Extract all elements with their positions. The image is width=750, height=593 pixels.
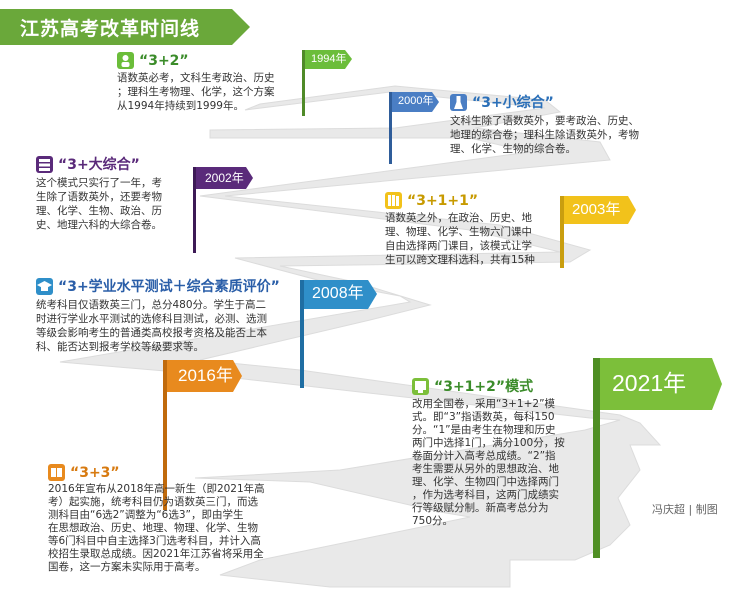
flag-2016: [163, 360, 242, 510]
entry-3-2: “3+2” 语数英必考，文科生考政治、历史 ；理科生考物理、化学，这个方案 从1…: [117, 52, 307, 113]
entry-line: 测科目由“6选2”调整为“6选3”，即由学生: [48, 509, 244, 521]
entry-line: 生除了语数英外，还要考物: [36, 191, 162, 203]
flag-label-2021: 2021年: [612, 370, 687, 396]
entry-line: 时进行学业水平测试的选修科目测试，必测、选测: [36, 313, 267, 325]
flag-label-1994: 1994年: [311, 53, 347, 65]
flag-label-2000: 2000年: [398, 95, 434, 107]
entry-line: 理、化学、生物四门中选择两门: [412, 476, 559, 488]
entry-line: 从1994年持续到1999年。: [117, 100, 244, 112]
book-icon: [48, 464, 65, 481]
entry-line: 卷面分计入高考总成绩。“2”指: [412, 450, 556, 462]
entry-line: 史、地理六科的大综合卷。: [36, 219, 162, 231]
person-icon: [117, 52, 134, 69]
entry-line: 两门中选择1门，满分100分，按: [412, 437, 565, 449]
entry-title: “3+1+2”模式: [434, 379, 534, 395]
entry-line: 在思想政治、历史、地理、物理、化学、生物: [48, 522, 258, 534]
entry-3-1-2: “3+1+2”模式 改用全国卷，采用“3+1+2”模 式。即“3”指语数英，每科…: [412, 376, 597, 528]
entry-line: ，作为选考科目，这两门成绩实: [412, 489, 559, 501]
title-banner: [0, 9, 250, 45]
entry-line: 地理的综合卷；理科生除语数英外，考物: [450, 129, 639, 141]
flask-icon: [450, 93, 467, 111]
graduation-cap-icon: [36, 277, 53, 295]
entry-line: 式。即“3”指语数英，每科150: [412, 411, 555, 423]
flag-2003: [560, 196, 636, 268]
entry-title: “3+2”: [139, 52, 189, 69]
entry-line: 等级会影响考生的普通类高校报考资格及能否上本: [36, 327, 267, 339]
entry-title: “3+3”: [70, 464, 120, 481]
entry-line: 科、能否达到报考学校等级要求等。: [36, 341, 204, 353]
entry-line: 理、化学、生物、政治、历: [36, 205, 162, 217]
flag-label-2002: 2002年: [205, 171, 244, 185]
entry-title: “3+大综合”: [58, 157, 140, 173]
entry-line: 语数英必考，文科生考政治、历史: [117, 72, 275, 84]
entry-title: “3+1+1”: [407, 192, 479, 209]
entry-line: 这个模式只实行了一年，考: [36, 177, 162, 189]
entry-line: 考）起实施，统考科目仍为语数英三门，而选: [48, 496, 258, 508]
flag-label-2008: 2008年: [312, 285, 364, 302]
entry-3-proficiency-test: “3+学业水平测试＋综合素质评价” 统考科目仅语数英三门，总分480分。学生于高…: [36, 276, 306, 354]
entry-line: 国卷，这一方案未实际用于高考。: [48, 561, 206, 573]
entry-line: 自由选择两门课目，该模式让学: [385, 240, 532, 252]
entry-line: 统考科目仅语数英三门，总分480分。学生于高二: [36, 299, 267, 311]
entry-line: 考生需要从另外的思想政治、地: [412, 463, 559, 475]
credit-text: 冯庆超 | 制图: [652, 503, 718, 516]
entry-line: 语数英之外，在政治、历史、地: [385, 212, 532, 224]
flag-label-2016: 2016年: [178, 366, 233, 385]
certificate-icon: [412, 377, 429, 395]
entry-line: 文科生除了语数英外，要考政治、历史、: [450, 115, 639, 127]
entry-line: 生可以跨文理科选科，共有15种: [385, 254, 535, 266]
entry-line: 分。“1”是由考生在物理和历史: [412, 424, 556, 436]
flag-label-2003: 2003年: [572, 201, 621, 218]
entry-title: “3+学业水平测试＋综合素质评价”: [58, 279, 280, 295]
entry-3-small-comprehensive: “3+小综合” 文科生除了语数英外，要考政治、历史、 地理的综合卷；理科生除语数…: [450, 92, 700, 156]
stack-icon: [36, 155, 53, 173]
entry-line: 校招生录取总成绩。因2021年江苏省将采用全: [48, 548, 264, 560]
flag-1994: [302, 50, 352, 116]
entry-line: 等6门科目中自主选择3门选考科目，并计入高: [48, 535, 261, 547]
flag-2000: [389, 92, 439, 164]
flag-2008: [300, 280, 377, 388]
entry-line: 改用全国卷，采用“3+1+2”模: [412, 398, 556, 410]
entry-3-big-comprehensive: “3+大综合” 这个模式只实行了一年，考 生除了语数英外，还要考物 理、化学、生…: [36, 154, 196, 232]
books-icon: [385, 192, 402, 209]
flag-2021: [593, 358, 722, 558]
entry-line: 理、物理、化学、生物六门课中: [385, 226, 532, 238]
flag-2002: [193, 167, 253, 253]
entry-line: 理、化学、生物的综合卷。: [450, 143, 576, 155]
entry-3-1-1: “3+1+1” 语数英之外，在政治、历史、地 理、物理、化学、生物六门课中 自由…: [385, 192, 565, 267]
entry-line: 行等级赋分制。新高考总分为: [412, 502, 549, 514]
entry-line: 2016年宣布从2018年高一新生（即2021年高: [48, 483, 265, 495]
page-title: 江苏高考改革时间线: [20, 18, 201, 40]
entry-line: ；理科生考物理、化学，这个方案: [117, 86, 275, 98]
entry-3-3: “3+3” 2016年宣布从2018年高一新生（即2021年高 考）起实施，统考…: [48, 464, 308, 574]
entry-line: 750分。: [412, 515, 454, 527]
entry-title: “3+小综合”: [472, 95, 554, 111]
